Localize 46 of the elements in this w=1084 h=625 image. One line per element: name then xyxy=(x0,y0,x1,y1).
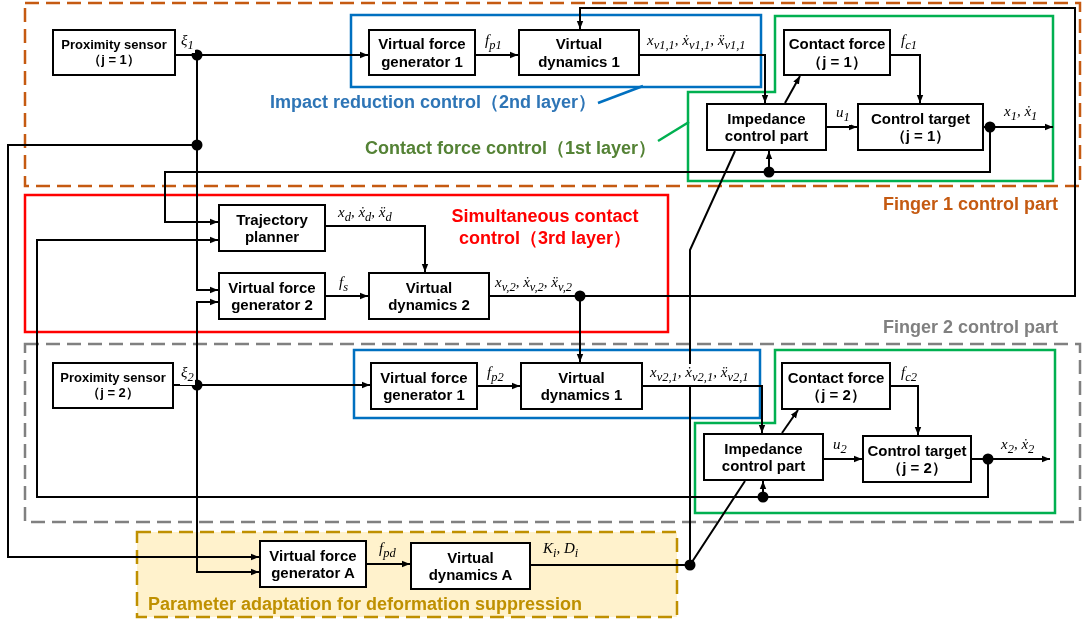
group-title: Finger 2 control part xyxy=(881,317,1058,339)
arrow xyxy=(639,54,769,104)
signal-label: x$_{v2,1}$, ẋ$_{v2,1}$, ẍ$_{v2,1}$ xyxy=(649,364,750,385)
signal-label: f$_{pd}$ xyxy=(378,540,397,561)
arrow xyxy=(826,123,858,131)
process-box: Proximity sensor （j = 1） xyxy=(52,29,176,76)
arrow xyxy=(325,292,369,300)
process-box: Virtual dynamics A xyxy=(410,542,531,590)
process-box: Virtual force generator 1 xyxy=(368,29,476,76)
process-box: Proximity sensor （j = 2） xyxy=(52,362,174,409)
group-title: Parameter adaptation for deformation suppression xyxy=(148,594,584,616)
process-box: Contact force （j = 1） xyxy=(783,29,891,76)
arrow xyxy=(366,560,411,568)
process-box: Control target （j = 2） xyxy=(862,435,972,483)
arrow xyxy=(642,385,766,434)
arrow xyxy=(784,75,801,104)
arrow xyxy=(36,236,989,498)
process-box: Control target （j = 1） xyxy=(857,103,984,151)
arrow xyxy=(325,225,429,273)
arrow xyxy=(477,382,521,390)
process-box: Impedance control part xyxy=(703,433,824,481)
group-title: Contact force control（1st layer） xyxy=(363,138,656,160)
group-title: Simultaneous contact control（3rd layer） xyxy=(450,206,640,250)
signal-label: f$_{p2}$ xyxy=(486,364,505,385)
arrow xyxy=(890,54,924,104)
process-box: Virtual force generator 1 xyxy=(370,362,478,410)
arrow xyxy=(475,51,519,59)
signal-label: f$_{p1}$ xyxy=(484,32,503,53)
arrow xyxy=(781,409,799,434)
group-title: Finger 1 control part xyxy=(881,194,1058,216)
arrow xyxy=(7,54,260,561)
signal-label: x$_{v,2}$, ẋ$_{v,2}$, ẍ$_{v,2}$ xyxy=(494,274,573,295)
arrow xyxy=(823,455,863,463)
process-box: Virtual force generator A xyxy=(259,540,367,588)
signal-label: ξ$_{1}$ xyxy=(180,32,195,53)
process-box: Contact force （j = 2） xyxy=(781,362,891,410)
process-box: Virtual force generator 2 xyxy=(218,272,326,320)
process-box: Trajectory planner xyxy=(218,204,326,252)
arrow xyxy=(890,385,922,436)
signal-label: x$_{v1,1}$, ẋ$_{v1,1}$, ẍ$_{v1,1}$ xyxy=(646,32,747,53)
process-box: Virtual dynamics 2 xyxy=(368,272,490,320)
group-title: Impact reduction control（2nd layer） xyxy=(268,92,596,114)
process-box: Virtual dynamics 1 xyxy=(518,29,640,76)
signal-label: ξ$_{2}$ xyxy=(180,364,195,385)
process-box: Impedance control part xyxy=(706,103,827,151)
process-box: Virtual dynamics 1 xyxy=(520,362,643,410)
